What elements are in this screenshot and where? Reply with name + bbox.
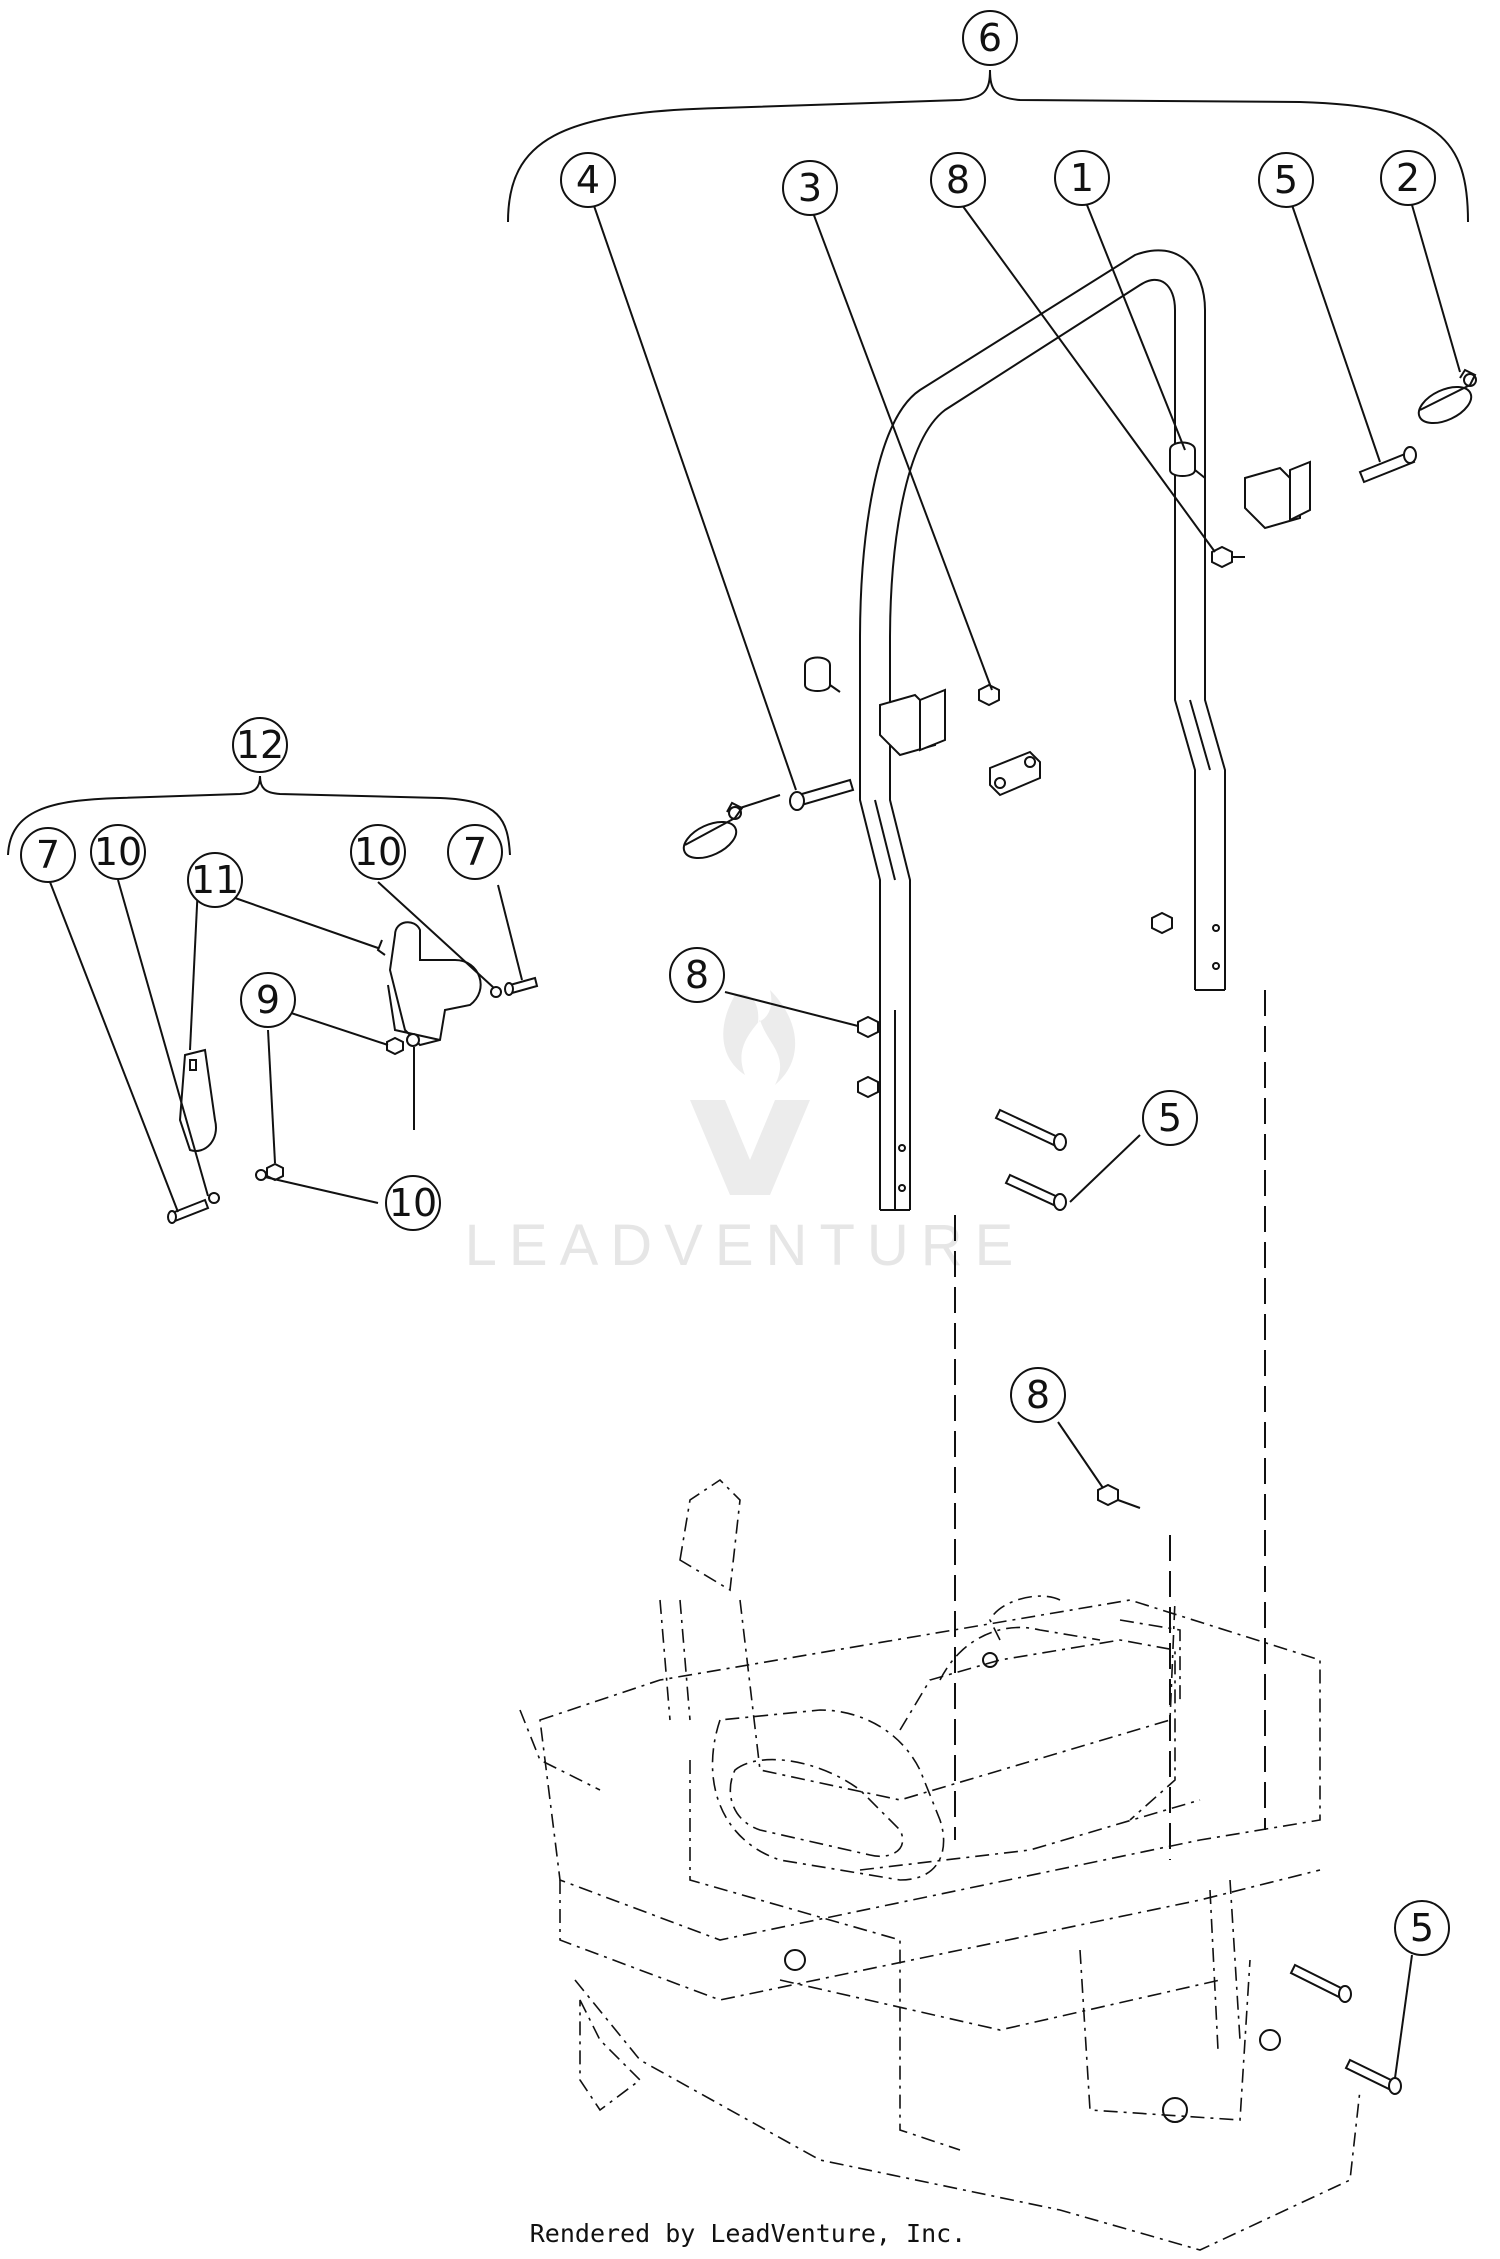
- nut-9-upper: [386, 1036, 404, 1056]
- lynch-pin-left: [682, 794, 781, 860]
- callout-12: 12: [232, 717, 288, 773]
- svg-text:7: 7: [36, 833, 60, 877]
- switch-bracket: [178, 1048, 217, 1152]
- svg-text:5: 5: [1410, 1906, 1434, 1950]
- watermark: LEADVENTURE: [465, 990, 1026, 1278]
- callout-10-bottom: 10: [385, 1175, 441, 1231]
- mower-frame: [519, 1478, 1361, 2251]
- nut-8-right: [1151, 911, 1173, 935]
- svg-text:5: 5: [1158, 1096, 1182, 1140]
- nut-8-mid-2: [857, 1075, 879, 1099]
- washer-10-right: [490, 986, 502, 998]
- callout-5-bottom: 5: [1394, 1900, 1450, 1956]
- svg-text:10: 10: [354, 830, 402, 874]
- switch-assembly: [167, 921, 539, 1224]
- nut-8-low: [1097, 1483, 1119, 1507]
- callout-10-left: 10: [90, 824, 146, 880]
- callout-5-mid: 5: [1142, 1090, 1198, 1146]
- nut-9-lower: [266, 1162, 284, 1182]
- callout-9: 9: [240, 972, 296, 1028]
- svg-text:9: 9: [256, 978, 280, 1022]
- callout-8-mid: 8: [669, 947, 725, 1003]
- callout-10-mid: 10: [350, 824, 406, 880]
- svg-text:7: 7: [463, 830, 487, 874]
- nut-8-mid: [857, 1015, 879, 1039]
- callout-7-left: 7: [20, 827, 76, 883]
- callouts: 6 4 3 8 1 5 2 12 7 10 11 10 7 9 10 8 5 8…: [20, 10, 1450, 1956]
- washer-10-left: [208, 1192, 220, 1204]
- watermark-text: LEADVENTURE: [465, 1213, 1026, 1278]
- right-hinge-plate: [1244, 466, 1301, 530]
- svg-text:2: 2: [1396, 156, 1420, 200]
- svg-text:11: 11: [191, 858, 239, 902]
- roll-bar: [859, 249, 1311, 1211]
- callout-8-top: 8: [930, 152, 986, 208]
- callout-3: 3: [782, 160, 838, 216]
- callout-4: 4: [560, 152, 616, 208]
- group-6-brace: [507, 69, 1469, 223]
- washer-10-bottom: [255, 1169, 267, 1181]
- svg-text:3: 3: [798, 166, 822, 210]
- svg-text:4: 4: [576, 158, 600, 202]
- bolt-5-mid-2: [1004, 1173, 1062, 1208]
- svg-text:1: 1: [1070, 156, 1094, 200]
- nut-8-top: [1211, 545, 1233, 569]
- footer-credit: Rendered by LeadVenture, Inc.: [530, 2219, 967, 2248]
- leadventure-logo-icon: [690, 990, 810, 1195]
- bolt-5-bottom-2: [1344, 2058, 1397, 2092]
- safety-switch: [388, 921, 482, 1047]
- svg-text:8: 8: [685, 953, 709, 997]
- bolt-5-bottom: [1289, 1963, 1347, 2000]
- hardware-parts: [682, 368, 1477, 2095]
- knob-1-right: [1169, 441, 1196, 477]
- nut-3: [978, 683, 1000, 707]
- svg-text:6: 6: [978, 16, 1002, 60]
- knob-left: [804, 656, 831, 692]
- svg-text:8: 8: [1026, 1373, 1050, 1417]
- svg-text:5: 5: [1274, 158, 1298, 202]
- bolt-7-right: [508, 976, 539, 995]
- alignment-lines: [954, 990, 1266, 1860]
- callout-6: 6: [962, 10, 1018, 66]
- callout-1: 1: [1054, 150, 1110, 206]
- group-12-brace: [7, 775, 511, 856]
- callout-7-right: 7: [447, 824, 503, 880]
- callout-8-low: 8: [1010, 1367, 1066, 1423]
- svg-text:10: 10: [389, 1181, 437, 1225]
- svg-text:12: 12: [236, 723, 284, 767]
- svg-text:8: 8: [946, 158, 970, 202]
- bracket-3: [989, 750, 1041, 797]
- callout-2: 2: [1380, 150, 1436, 206]
- callout-11: 11: [187, 852, 243, 908]
- svg-text:10: 10: [94, 830, 142, 874]
- callout-5-top: 5: [1258, 152, 1314, 208]
- lynch-pin-2: [1417, 368, 1477, 425]
- bolt-5-mid: [994, 1108, 1062, 1148]
- washer-10-mid: [406, 1033, 420, 1047]
- leader-lines: [49, 199, 1461, 2079]
